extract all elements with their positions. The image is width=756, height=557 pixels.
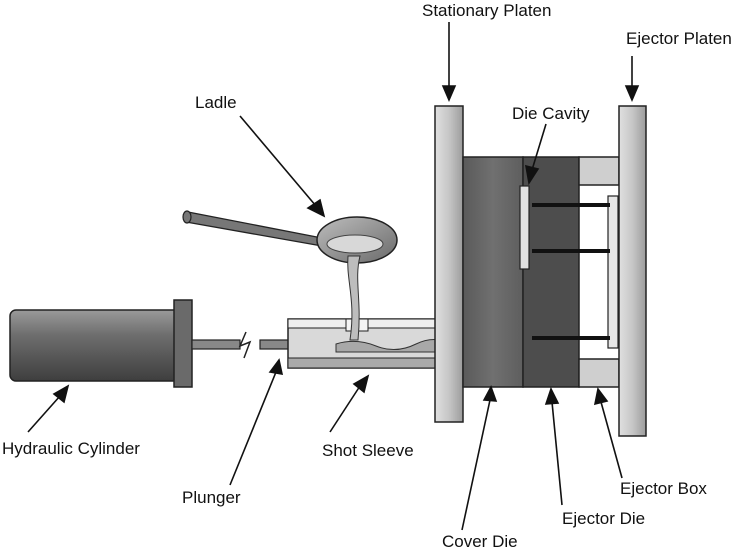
label-cover-die: Cover Die [442, 532, 518, 551]
cover-die [462, 156, 524, 388]
label-plunger: Plunger [182, 488, 241, 507]
label-ejector-box: Ejector Box [620, 479, 707, 498]
die-cavity [519, 185, 530, 270]
leader-arrows [27, 22, 640, 531]
ejector-platen [618, 105, 647, 437]
label-hydraulic-cylinder: Hydraulic Cylinder [2, 439, 140, 458]
label-die-cavity: Die Cavity [512, 104, 590, 123]
label-ladle: Ladle [195, 93, 237, 112]
label-stationary-platen: Stationary Platen [422, 1, 552, 20]
ejector-die [522, 156, 580, 388]
metal-pour-stream [347, 255, 361, 341]
stationary-platen [434, 105, 464, 423]
break-symbol [238, 331, 252, 359]
label-ejector-platen: Ejector Platen [626, 29, 732, 48]
label-ejector-die: Ejector Die [562, 509, 646, 528]
ladle [182, 210, 398, 341]
hydraulic-cylinder [9, 299, 241, 388]
label-shot-sleeve: Shot Sleeve [322, 441, 414, 460]
ejector-box [532, 156, 620, 388]
